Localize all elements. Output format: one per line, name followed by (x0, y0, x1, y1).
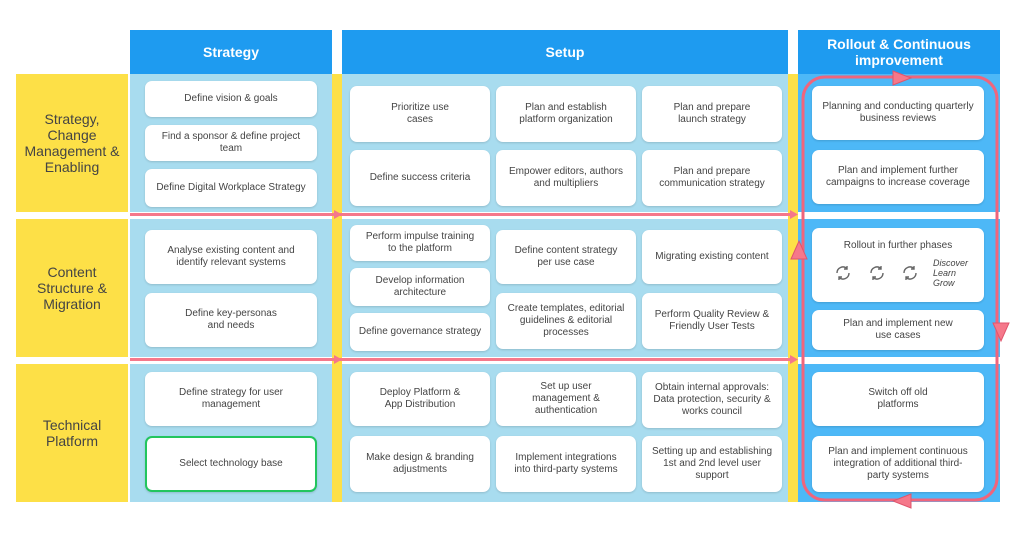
arrow-right-icon (790, 210, 798, 219)
card-internal-approvals[interactable]: Obtain internal approvals: Data protecti… (642, 372, 782, 428)
card-define-success-criteria[interactable]: Define success criteria (350, 150, 490, 206)
card-plan-launch-strategy[interactable]: Plan and prepare launch strategy (642, 86, 782, 142)
card-quality-review[interactable]: Perform Quality Review & Friendly User T… (642, 293, 782, 349)
card-develop-information-architecture[interactable]: Develop information architecture (350, 268, 490, 306)
cycle-labels: Discover Learn Grow (933, 258, 973, 288)
card-define-governance-strategy[interactable]: Define governance strategy (350, 313, 490, 351)
row-label-content-structure: Content Structure & Migration (16, 219, 128, 357)
card-new-use-cases[interactable]: Plan and implement new use cases (812, 310, 984, 350)
card-define-vision-goals[interactable]: Define vision & goals (145, 81, 317, 117)
column-header-rollout: Rollout & Continuous improvement (798, 30, 1000, 74)
loop-arrow-top-icon (892, 70, 913, 86)
card-user-support[interactable]: Setting up and establishing 1st and 2nd … (642, 436, 782, 492)
arrow-right-icon (334, 210, 342, 219)
refresh-cycle-icon (870, 266, 884, 280)
card-find-sponsor[interactable]: Find a sponsor & define project team (145, 125, 317, 161)
arrow-right-icon (790, 355, 798, 364)
row-label-technical-platform: Technical Platform (16, 364, 128, 502)
card-design-branding[interactable]: Make design & branding adjustments (350, 436, 490, 492)
card-implement-integrations[interactable]: Implement integrations into third-party … (496, 436, 636, 492)
card-define-content-strategy[interactable]: Define content strategy per use case (496, 230, 636, 284)
card-setup-user-management[interactable]: Set up user management & authentication (496, 372, 636, 426)
arrow-right-icon (334, 355, 342, 364)
column-divider (332, 74, 342, 502)
progress-line-row2 (130, 358, 794, 361)
column-divider (788, 74, 798, 502)
card-migrating-existing-content[interactable]: Migrating existing content (642, 230, 782, 284)
card-analyse-existing-content[interactable]: Analyse existing content and identify re… (145, 230, 317, 284)
card-define-digital-workplace-strategy[interactable]: Define Digital Workplace Strategy (145, 169, 317, 207)
loop-arrow-left-icon (790, 239, 808, 260)
refresh-cycle-icon (903, 266, 917, 280)
row-label-strategy-change: Strategy, Change Management & Enabling (16, 74, 128, 212)
progress-line-row1 (130, 213, 794, 216)
card-switch-off-old-platforms[interactable]: Switch off old platforms (812, 372, 984, 426)
card-empower-editors[interactable]: Empower editors, authors and multipliers (496, 150, 636, 206)
rollout-loop (801, 75, 999, 502)
card-strategy-user-management[interactable]: Define strategy for user management (145, 372, 317, 426)
card-quarterly-business-reviews[interactable]: Planning and conducting quarterly busine… (812, 86, 984, 140)
cycle-label-grow: Grow (933, 278, 955, 288)
column-header-setup: Setup (342, 30, 788, 74)
card-prioritize-use-cases[interactable]: Prioritize use cases (350, 86, 490, 142)
card-further-campaigns[interactable]: Plan and implement further campaigns to … (812, 150, 984, 204)
cycle-label-learn: Learn (933, 268, 957, 278)
card-plan-communication-strategy[interactable]: Plan and prepare communication strategy (642, 150, 782, 206)
loop-arrow-right-icon (992, 322, 1010, 343)
card-continuous-integration[interactable]: Plan and implement continuous integratio… (812, 436, 984, 492)
refresh-cycle-icon (836, 266, 850, 280)
cycle-label-discover: Discover (933, 258, 969, 268)
card-impulse-training[interactable]: Perform impulse training to the platform (350, 225, 490, 261)
card-plan-platform-organization[interactable]: Plan and establish platform organization (496, 86, 636, 142)
card-select-technology-base[interactable]: Select technology base (145, 436, 317, 492)
card-define-key-personas[interactable]: Define key-personas and needs (145, 293, 317, 347)
card-create-templates[interactable]: Create templates, editorial guidelines &… (496, 293, 636, 349)
loop-arrow-bottom-icon (891, 493, 912, 509)
card-deploy-platform[interactable]: Deploy Platform & App Distribution (350, 372, 490, 426)
card-rollout-further-phases[interactable]: Rollout in further phases (812, 228, 984, 302)
column-header-strategy: Strategy (130, 30, 332, 74)
